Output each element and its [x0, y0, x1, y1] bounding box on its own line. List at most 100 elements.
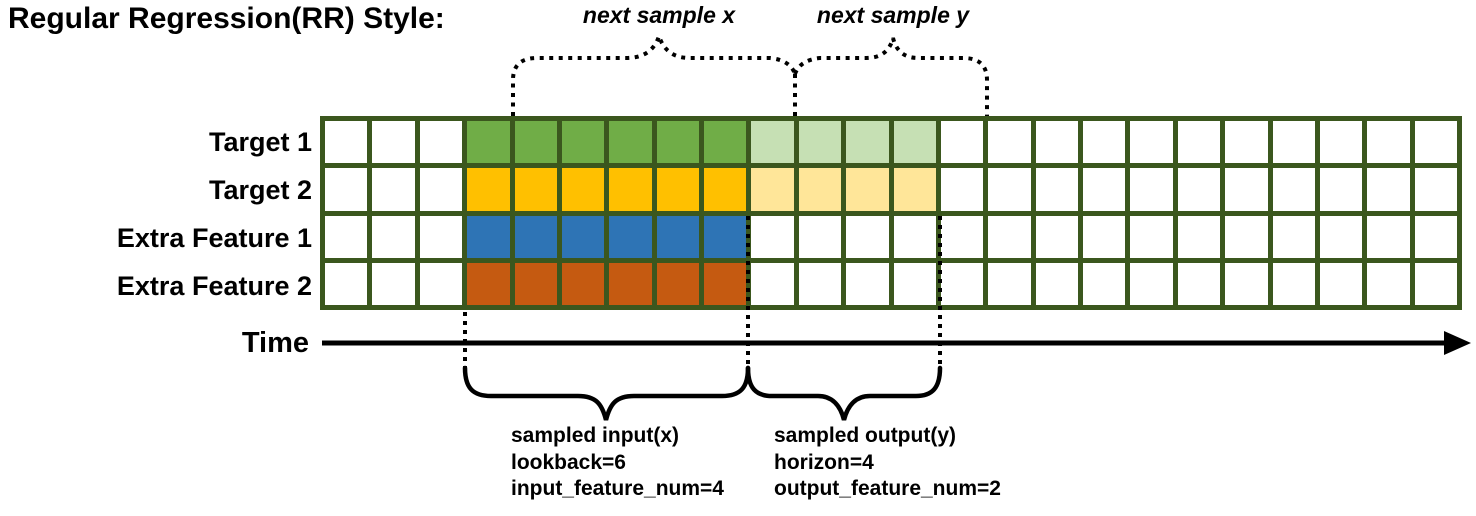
grid-cell — [846, 262, 889, 305]
grid-cell — [893, 121, 936, 164]
grid-cell — [467, 215, 510, 258]
input-annotation: sampled input(x) lookback=6 input_featur… — [511, 423, 724, 503]
grid-cell — [1225, 262, 1268, 305]
grid-cell — [467, 121, 510, 164]
grid-cell — [325, 262, 368, 305]
sample-grid — [320, 116, 1462, 310]
grid-cell — [751, 168, 794, 211]
grid-cell — [940, 121, 984, 164]
grid-cell — [514, 262, 557, 305]
grid-cell — [1272, 121, 1315, 164]
grid-cell — [467, 262, 510, 305]
grid-cell — [514, 168, 557, 211]
grid-cell — [325, 168, 368, 211]
grid-cell — [656, 121, 699, 164]
grid-cell — [325, 121, 368, 164]
row-label-extra-feature-1: Extra Feature 1 — [116, 223, 312, 253]
grid-cell — [846, 121, 889, 164]
grid-cell — [1083, 215, 1126, 258]
grid-cell — [940, 262, 984, 305]
grid-cell — [1130, 168, 1173, 211]
grid-cell — [798, 215, 842, 258]
grid-cell — [514, 121, 557, 164]
grid-cell — [1177, 168, 1221, 211]
grid-cell — [988, 215, 1031, 258]
grid-cell — [893, 168, 936, 211]
input-annotation-line2: lookback=6 — [511, 450, 626, 474]
grid-cell — [1367, 215, 1410, 258]
grid-cell — [1083, 168, 1126, 211]
output-annotation-line3: output_feature_num=2 — [774, 477, 1001, 500]
grid-cell — [1177, 215, 1221, 258]
grid-cell — [514, 215, 557, 258]
grid-cell — [704, 121, 747, 164]
grid-cell — [419, 168, 463, 211]
next-sample-x-label: next sample x — [582, 2, 736, 28]
grid-cell — [419, 215, 463, 258]
grid-cell — [1414, 262, 1457, 305]
next-sample-y-label: next sample y — [816, 2, 970, 28]
sampled-input-brace — [462, 365, 751, 421]
grid-cell — [609, 168, 652, 211]
grid-cell — [1367, 262, 1410, 305]
next-sample-y-brace — [793, 37, 989, 116]
grid-cell — [893, 262, 936, 305]
time-axis-label: Time — [241, 327, 309, 359]
grid-cell — [893, 215, 936, 258]
grid-cell — [988, 121, 1031, 164]
grid-cell — [561, 121, 605, 164]
grid-cell — [988, 168, 1031, 211]
grid-cell — [1367, 121, 1410, 164]
grid-cell — [1083, 262, 1126, 305]
grid-cell — [609, 215, 652, 258]
grid-cell — [656, 215, 699, 258]
grid-cell — [704, 262, 747, 305]
grid-cell — [1225, 168, 1268, 211]
grid-cell — [1414, 168, 1457, 211]
grid-cell — [846, 215, 889, 258]
grid-cell — [656, 168, 699, 211]
grid-cell — [561, 215, 605, 258]
grid-cell — [798, 262, 842, 305]
grid-cell — [372, 215, 415, 258]
grid-cell — [419, 121, 463, 164]
grid-cell — [1414, 121, 1457, 164]
output-annotation-line2: horizon=4 — [774, 450, 874, 474]
grid-cell — [372, 121, 415, 164]
grid-cell — [561, 168, 605, 211]
grid-cell — [1272, 215, 1315, 258]
grid-cell — [372, 262, 415, 305]
grid-cell — [751, 262, 794, 305]
input-annotation-line1: sampled input(x) — [511, 424, 680, 447]
sampled-output-brace — [745, 365, 943, 421]
grid-cell — [609, 262, 652, 305]
grid-cell — [1035, 121, 1078, 164]
grid-cell — [1319, 168, 1363, 211]
grid-cell — [751, 215, 794, 258]
grid-cell — [1130, 262, 1173, 305]
grid-cell — [1035, 215, 1078, 258]
grid-cell — [609, 121, 652, 164]
grid-cell — [704, 215, 747, 258]
grid-cell — [988, 262, 1031, 305]
grid-cell — [704, 168, 747, 211]
grid-cell — [1319, 262, 1363, 305]
grid-cell — [1083, 121, 1126, 164]
grid-cell — [1414, 215, 1457, 258]
output-annotation-line1: sampled output(y) — [774, 424, 956, 447]
grid-cell — [325, 215, 368, 258]
grid-cell — [1272, 262, 1315, 305]
grid-cell — [940, 168, 984, 211]
grid-cell — [1177, 121, 1221, 164]
grid-cell — [1225, 215, 1268, 258]
grid-cell — [656, 262, 699, 305]
grid-cell — [1035, 168, 1078, 211]
grid-cell — [1319, 215, 1363, 258]
grid-cell — [1272, 168, 1315, 211]
grid-cell — [940, 215, 984, 258]
grid-cell — [751, 121, 794, 164]
input-annotation-line3: input_feature_num=4 — [511, 477, 724, 500]
grid-cell — [1367, 168, 1410, 211]
grid-cell — [1130, 215, 1173, 258]
